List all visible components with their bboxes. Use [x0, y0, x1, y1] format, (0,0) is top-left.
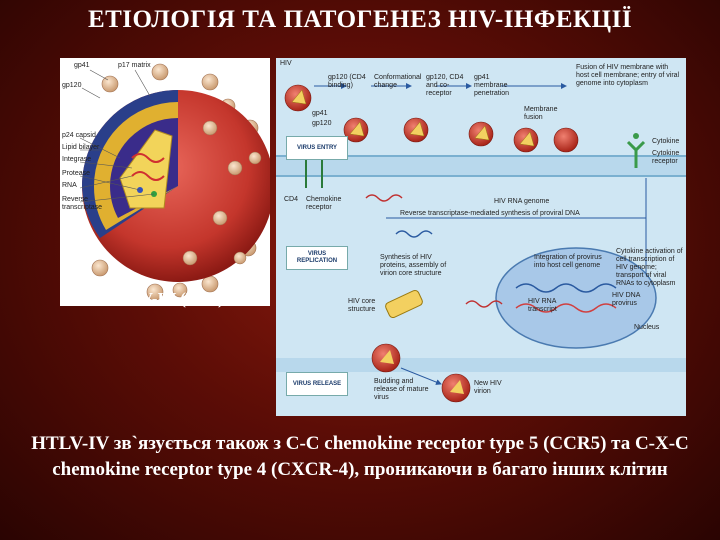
label-hiv-core: HIV core structure — [348, 298, 376, 313]
life-cycle-svg — [276, 83, 686, 403]
label-rna: RNA — [62, 182, 77, 189]
label-cytokine-receptor: Cytokine receptor — [652, 150, 680, 165]
label-rt: Reverse transcriptase — [62, 196, 103, 211]
label-hiv: HIV — [280, 60, 292, 67]
label-gp120: gp120 — [62, 82, 82, 89]
label-cytokine-activation: Cytokine activation of cell transcriptio… — [616, 248, 683, 287]
hiv-life-cycle-diagram: VIRUS ENTRY VIRUS REPLICATION VIRUS RELE… — [276, 58, 686, 416]
label-gp41-b: gp41 — [312, 110, 328, 117]
label-hiv-rna-transcript: HIV RNA transcript — [528, 298, 557, 313]
label-synthesis: Synthesis of HIV proteins, assembly of v… — [380, 254, 447, 277]
label-chemokine-receptor: Chemokine receptor — [306, 196, 342, 211]
label-fusion: Fusion of HIV membrane with host cell me… — [576, 64, 680, 87]
label-cytokine: Cytokine — [652, 138, 680, 145]
label-p24: p24 capsid — [62, 132, 96, 139]
label-rt-synthesis: Reverse transcriptase-mediated synthesis… — [400, 210, 580, 217]
label-gp41-penetration: gp41 membrane penetration — [474, 74, 510, 97]
label-lipid: Lipid bilayer — [62, 144, 100, 151]
label-coreceptor: gp120, CD4 and co-receptor — [426, 74, 464, 97]
label-new-hiv: New HIV virion — [474, 380, 502, 395]
label-protease: Protease — [62, 170, 91, 177]
label-gp120-b: gp120 — [312, 120, 332, 127]
label-integrase: Integrase — [62, 156, 92, 163]
label-conformational: Conformational change — [374, 74, 422, 89]
label-hiv-dna-provirus: HIV DNA provirus — [612, 292, 641, 307]
label-budding: Budding and release of mature virus — [374, 378, 429, 401]
hiv-virion-illustration: gp41 p17 matrix gp120 p24 capsid Lipid b… — [60, 58, 270, 306]
slide-title: ЕТІОЛОГІЯ ТА ПАТОГЕНЕЗ HIV-ІНФЕКЦІЇ — [87, 6, 633, 33]
label-nucleus: Nucleus — [634, 324, 660, 331]
label-gp120-cd4: gp120 (CD4 binding) — [328, 74, 366, 89]
label-integration: Integration of provirus into host cell g… — [534, 254, 602, 269]
stage-virus-release: VIRUS RELEASE — [286, 372, 348, 396]
stage-virus-replication: VIRUS REPLICATION — [286, 246, 348, 270]
description-text: HTLV-IV зв`язується також з C-C chemokin… — [31, 433, 689, 480]
virion-caption: HTLV-IV (HIV) — [106, 289, 224, 308]
label-hiv-rna-genome: HIV RNA genome — [494, 198, 550, 205]
hiv-virion-svg — [79, 63, 270, 301]
label-p17: p17 matrix — [118, 62, 151, 69]
label-gp41: gp41 — [74, 62, 90, 69]
label-membrane-fusion: Membrane fusion — [524, 106, 558, 121]
label-cd4: CD4 — [284, 196, 299, 203]
stage-virus-entry: VIRUS ENTRY — [286, 136, 348, 160]
